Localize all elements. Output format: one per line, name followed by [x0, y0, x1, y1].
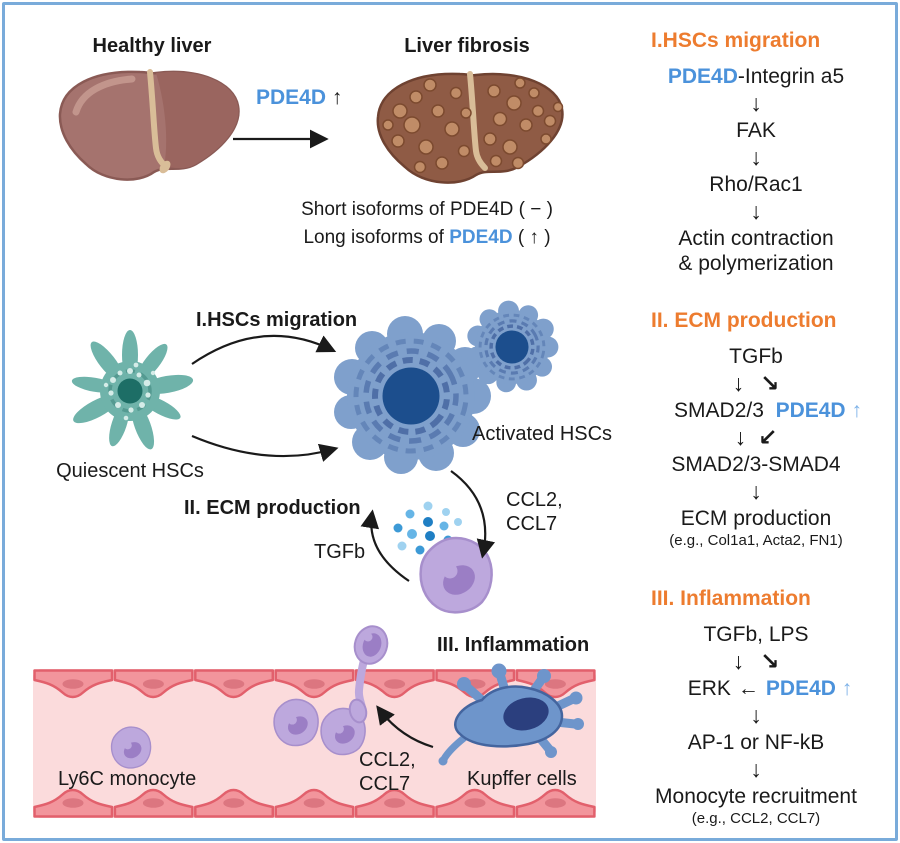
- pathway-node: AP-1 or NF-kB: [687, 731, 825, 754]
- pathway-panel-inflammation: III. Inflammation TGFb, LPS ↓↘ ERK←PDE4D…: [645, 587, 867, 828]
- liver-fibrosis-label: Liver fibrosis: [404, 35, 530, 57]
- pathway-node: SMAD2/3 PDE4D ↑: [657, 399, 879, 422]
- pde4d-gene-text: PDE4D: [256, 86, 327, 109]
- panel-title: I.HSCs migration: [651, 29, 821, 52]
- long-isoforms-prefix: Long isoforms of: [303, 227, 450, 248]
- pathway-node: Rho/Rac1: [709, 173, 803, 196]
- pathway-node: Monocyte recruitment: [655, 785, 857, 808]
- down-arrow-icon: ↓: [734, 424, 747, 450]
- pde4d-gene-text: PDE4D: [775, 399, 846, 422]
- quiescent-hscs-label: Quiescent HSCs: [56, 460, 204, 482]
- diagonal-arrow-icon: ↙: [758, 424, 778, 450]
- panel-title: II. ECM production: [651, 309, 837, 332]
- node-text: -Integrin a5: [737, 65, 845, 88]
- pathway-note: (e.g., Col1a1, Acta2, FN1): [669, 532, 843, 549]
- monocyte-illustration: [419, 536, 493, 614]
- down-arrow-icon: ↓: [732, 648, 745, 674]
- node-text: SMAD2/3: [674, 399, 764, 422]
- pathway-node: ECM production: [680, 507, 832, 530]
- activated-hscs-label: Activated HSCs: [472, 423, 613, 445]
- activated-hsc-small-illustration: [465, 298, 561, 394]
- pde4d-gene-text: PDE4D: [765, 677, 836, 700]
- pathway-node: Actin contraction: [678, 227, 834, 250]
- pathway-panel-ecm-production: II. ECM production TGFb ↓↘ SMAD2/3 PDE4D…: [645, 309, 867, 550]
- quiescent-hsc-illustration: [71, 330, 194, 450]
- down-arrow-icon: ↓: [750, 478, 762, 504]
- down-arrow-icon: ↓: [750, 198, 762, 224]
- down-arrow-icon: ↓: [750, 756, 762, 782]
- up-arrow-icon: ↑: [851, 399, 862, 422]
- connector-arrows: [191, 129, 496, 749]
- down-arrow-icon: ↓: [732, 370, 745, 396]
- hsc-migration-label: I.HSCs migration: [196, 309, 358, 331]
- pathway-note: (e.g., CCL2, CCL7): [691, 810, 821, 827]
- arrow-row: ↓↘: [645, 648, 867, 675]
- long-isoforms-suffix: ( ↑ ): [512, 227, 551, 248]
- kupffer-cell-illustration: [438, 663, 584, 766]
- healthy-liver-illustration: [58, 69, 240, 181]
- ecm-production-label: II. ECM production: [184, 497, 361, 519]
- arrow-row: ↓↘: [645, 370, 867, 397]
- transmigrating-monocyte-illustration: [348, 625, 389, 724]
- pathway-node: TGFb: [729, 345, 783, 368]
- tgfb-label: TGFb: [314, 541, 366, 563]
- monocyte-illustration: [273, 698, 319, 747]
- pde4d-gene-text: PDE4D: [449, 227, 513, 248]
- pde4d-gene-text: PDE4D: [667, 65, 738, 88]
- up-arrow-icon: ↑: [331, 86, 343, 109]
- inflammation-label: III. Inflammation: [437, 634, 590, 656]
- pathway-node: SMAD2/3-SMAD4: [671, 453, 841, 476]
- blood-vessel-illustration: [33, 669, 596, 818]
- arrow-row: ↓↙: [645, 424, 867, 451]
- fibrotic-liver-illustration: [376, 71, 564, 184]
- kupffer-cells-label: Kupffer cells: [467, 768, 577, 790]
- pathway-node: ERK ← PDE4D ↑: [659, 677, 881, 700]
- healthy-liver-label: Healthy liver: [92, 35, 212, 57]
- ccl-chemokines-label: CCL2, CCL7: [506, 489, 563, 535]
- short-isoforms-line: Short isoforms of PDE4D ( − ): [301, 199, 553, 220]
- pathway-node: TGFb, LPS: [703, 623, 809, 646]
- pathway-panel-hsc-migration: I.HSCs migration PDE4D-Integrin a5 ↓ FAK…: [645, 30, 867, 277]
- ly6c-monocyte-label: Ly6C monocyte: [58, 768, 197, 790]
- down-arrow-icon: ↓: [750, 144, 762, 170]
- pathway-node: FAK: [736, 119, 776, 142]
- left-arrow-icon: ←: [737, 677, 759, 700]
- down-arrow-icon: ↓: [750, 702, 762, 728]
- long-isoforms-line: Long isoforms of PDE4D ( ↑ ): [298, 227, 556, 248]
- pathway-node: PDE4D-Integrin a5: [645, 65, 867, 88]
- down-arrow-icon: ↓: [750, 90, 762, 116]
- pde4d-upregulation-label: PDE4D ↑: [256, 86, 342, 110]
- activated-hsc-large-illustration: [334, 316, 491, 474]
- panel-title: III. Inflammation: [651, 587, 811, 610]
- ly6c-monocyte-illustration: [110, 726, 152, 769]
- diagonal-arrow-icon: ↘: [760, 370, 780, 396]
- pathway-node: & polymerization: [678, 252, 834, 275]
- up-arrow-icon: ↑: [841, 677, 853, 700]
- diagonal-arrow-icon: ↘: [760, 648, 780, 674]
- ccl-chemokines-label: CCL2, CCL7: [359, 749, 416, 795]
- node-text: ERK: [687, 677, 731, 700]
